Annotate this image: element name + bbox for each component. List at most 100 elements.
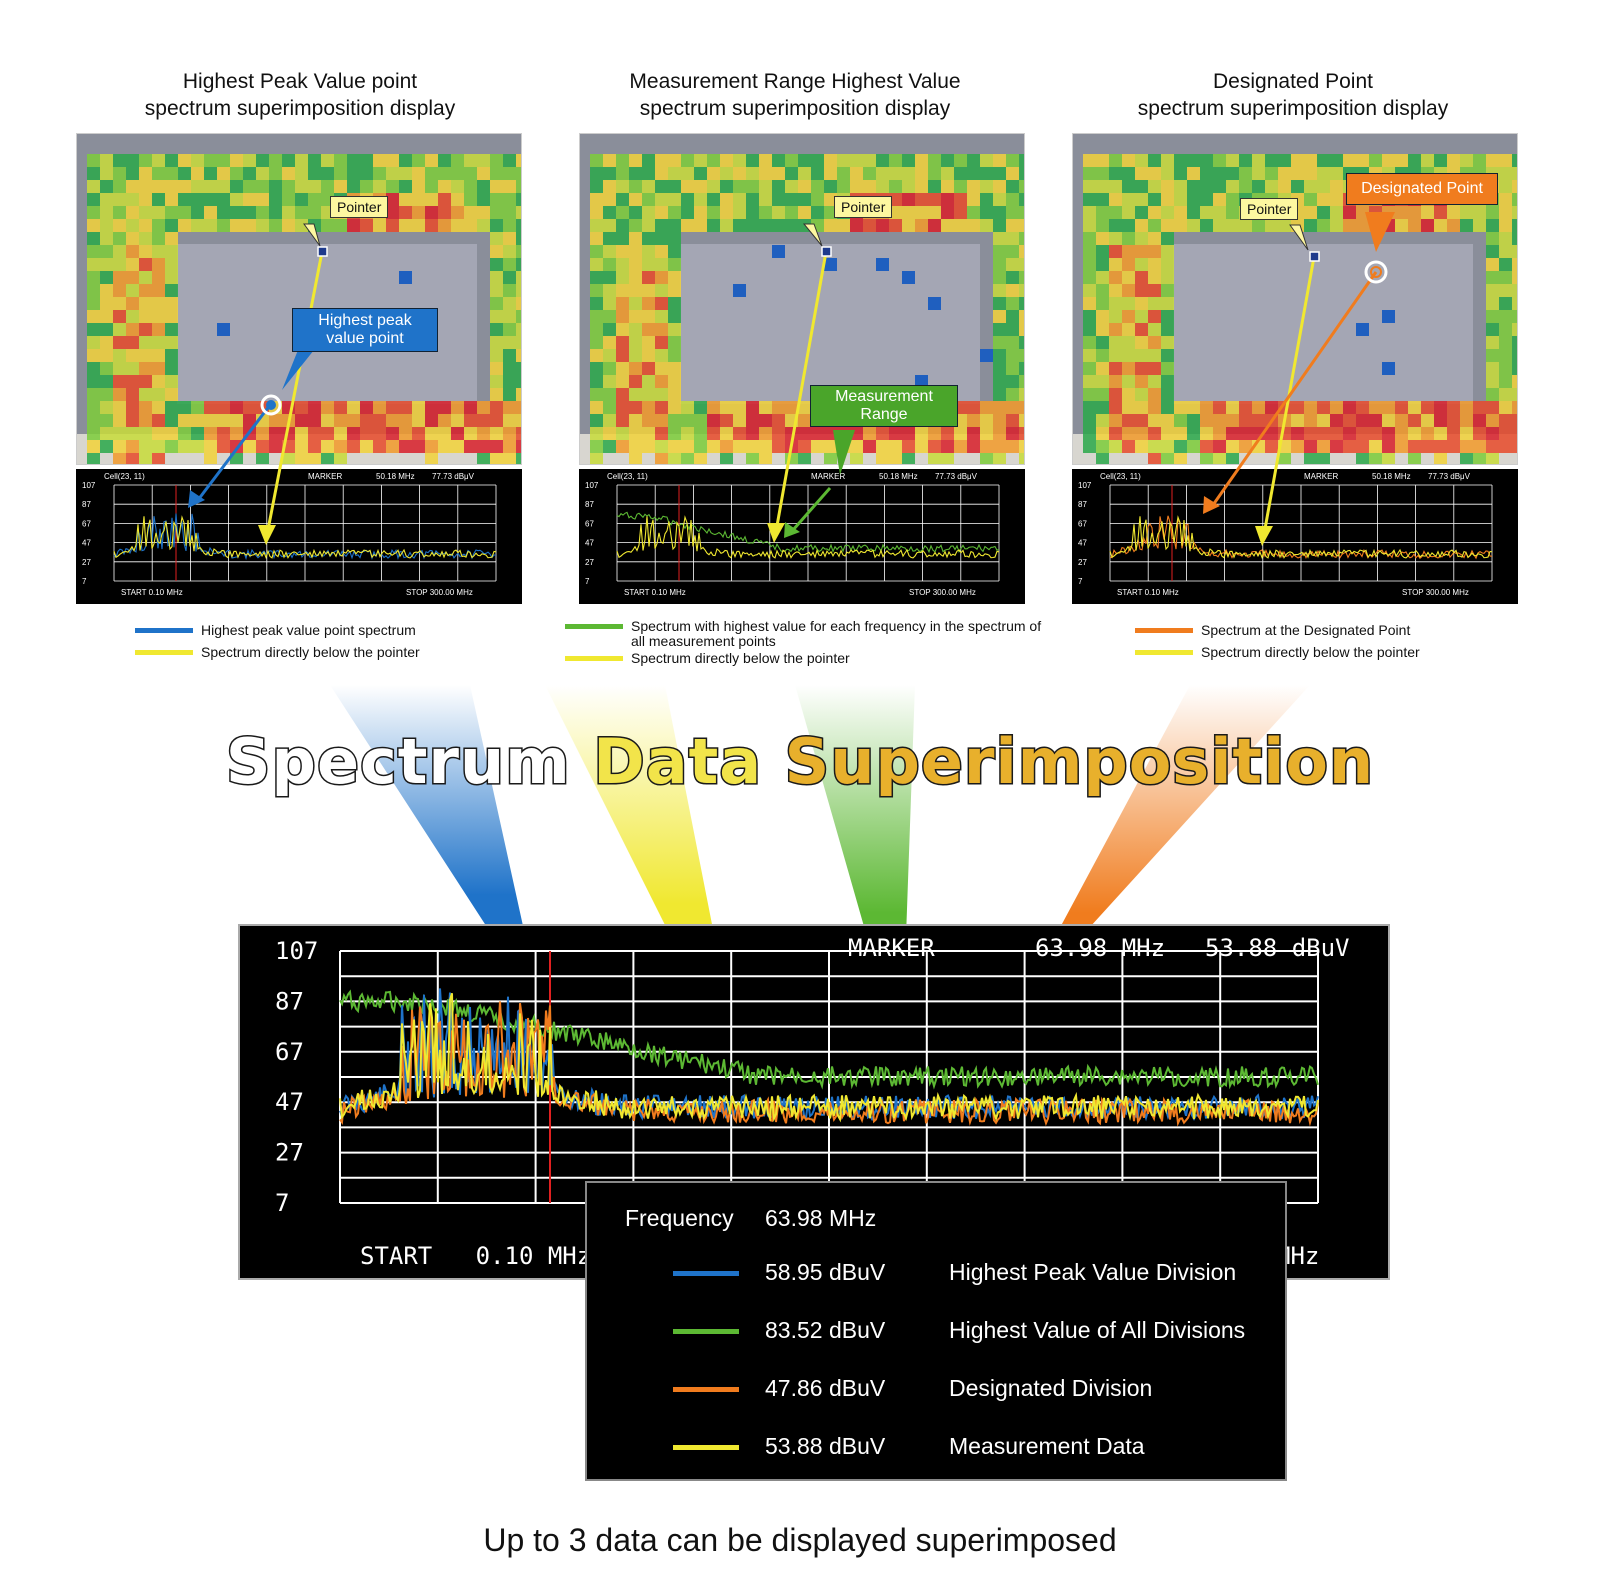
- heatmap-cell: [1019, 453, 1024, 464]
- heatmap-cell: [1226, 219, 1239, 232]
- heatmap-cell: [464, 167, 477, 180]
- heatmap-cell: [629, 310, 642, 323]
- heatmap-cell: [1096, 375, 1109, 388]
- heatmap-cell: [1122, 245, 1135, 258]
- heatmap-cell: [386, 414, 399, 427]
- heatmap-cell: [1161, 362, 1174, 375]
- heatmap-cell: [642, 414, 655, 427]
- heatmap-cell: [993, 414, 1006, 427]
- heatmap-cell: [1486, 401, 1499, 414]
- heatmap-cell: [451, 440, 464, 453]
- heatmap-cell: [1512, 232, 1517, 245]
- heatmap-cell: [243, 154, 256, 167]
- heatmap-cell: [668, 180, 681, 193]
- heatmap-cell: [1330, 154, 1343, 167]
- mini-grid: [616, 484, 1000, 582]
- heatmap-cell: [178, 167, 191, 180]
- heatmap-cell: [1499, 310, 1512, 323]
- heatmap-cell: [616, 219, 629, 232]
- heatmap-cell: [204, 154, 217, 167]
- heatmap-cell: [256, 193, 269, 206]
- heatmap-cell: [590, 323, 603, 336]
- heatmap-cell: [668, 258, 681, 271]
- heatmap-cell: [100, 180, 113, 193]
- heatmap-cell: [126, 180, 139, 193]
- heatmap-cell: [204, 193, 217, 206]
- mini-y-tick: 107: [585, 481, 599, 490]
- heatmap-cell: [1252, 180, 1265, 193]
- heatmap-cell: [1499, 167, 1512, 180]
- heatmap-cell: [941, 180, 954, 193]
- heatmap-cell: [126, 375, 139, 388]
- heatmap-cell: [837, 167, 850, 180]
- heatmap-cell: [165, 336, 178, 349]
- legend-item: Spectrum at the Designated Point: [1135, 619, 1420, 641]
- heatmap-cell: [1200, 414, 1213, 427]
- heatmap-cell: [503, 310, 516, 323]
- heatmap-cell: [941, 154, 954, 167]
- heatmap-cell: [1109, 271, 1122, 284]
- heatmap-cell: [1304, 206, 1317, 219]
- heatmap-cell: [1135, 167, 1148, 180]
- heatmap-cell: [490, 219, 503, 232]
- readout-name: Highest Peak Value Division: [949, 1259, 1237, 1285]
- heatmap-cell: [295, 401, 308, 414]
- heatmap-cell: [204, 219, 217, 232]
- heatmap-cell: [1187, 154, 1200, 167]
- heatmap-cell: [1096, 258, 1109, 271]
- heatmap-cell: [139, 193, 152, 206]
- heatmap-cell: [243, 193, 256, 206]
- heatmap-cell: [490, 453, 503, 464]
- heatmap-cell: [629, 336, 642, 349]
- heatmap-cell: [1006, 232, 1019, 245]
- heatmap-cell: [516, 310, 521, 323]
- heatmap-cell: [295, 453, 308, 464]
- heatmap-cell: [1317, 414, 1330, 427]
- heatmap-cell: [204, 453, 217, 464]
- heatmap-cell: [1226, 427, 1239, 440]
- heatmap-cell: [707, 193, 720, 206]
- heatmap-cell: [399, 271, 412, 284]
- heatmap-cell: [629, 271, 642, 284]
- heatmap-cell: [837, 180, 850, 193]
- heatmap-cell: [282, 167, 295, 180]
- heatmap-cell: [785, 206, 798, 219]
- heatmap-cell: [1174, 206, 1187, 219]
- heatmap-cell: [399, 193, 412, 206]
- heatmap-cell: [1265, 440, 1278, 453]
- heatmap-cell: [993, 180, 1006, 193]
- heatmap-cell: [1512, 336, 1517, 349]
- heatmap-cell: [1213, 167, 1226, 180]
- heatmap-cell: [139, 427, 152, 440]
- heatmap-cell: [256, 453, 269, 464]
- heatmap-cell: [642, 388, 655, 401]
- heatmap-cell: [928, 297, 941, 310]
- heatmap-cell: [1252, 219, 1265, 232]
- heatmap-cell: [126, 401, 139, 414]
- heatmap-cell: [1187, 219, 1200, 232]
- heatmap-cell: [1330, 180, 1343, 193]
- heatmap-cell: [165, 362, 178, 375]
- heatmap-cell: [603, 375, 616, 388]
- heatmap-cell: [1109, 310, 1122, 323]
- heatmap-cell: [1148, 167, 1161, 180]
- heatmap-cell: [720, 440, 733, 453]
- heatmap-cell: [1265, 154, 1278, 167]
- heatmap-cell: [707, 414, 720, 427]
- heatmap-cell: [1083, 336, 1096, 349]
- panel-2-legend: Spectrum with highest value for each fre…: [565, 619, 1045, 666]
- heatmap-cell: [178, 427, 191, 440]
- heatmap-cell: [243, 167, 256, 180]
- heatmap-cell: [655, 323, 668, 336]
- heatmap-cell: [152, 388, 165, 401]
- heatmap-cell: [1512, 271, 1517, 284]
- heatmap-cell: [1109, 206, 1122, 219]
- heatmap-cell: [850, 219, 863, 232]
- heatmap-cell: [1200, 154, 1213, 167]
- heatmap-cell: [282, 154, 295, 167]
- heatmap-cell: [152, 375, 165, 388]
- heatmap-cell: [824, 193, 837, 206]
- heatmap-cell: [1304, 427, 1317, 440]
- heatmap-cell: [451, 180, 464, 193]
